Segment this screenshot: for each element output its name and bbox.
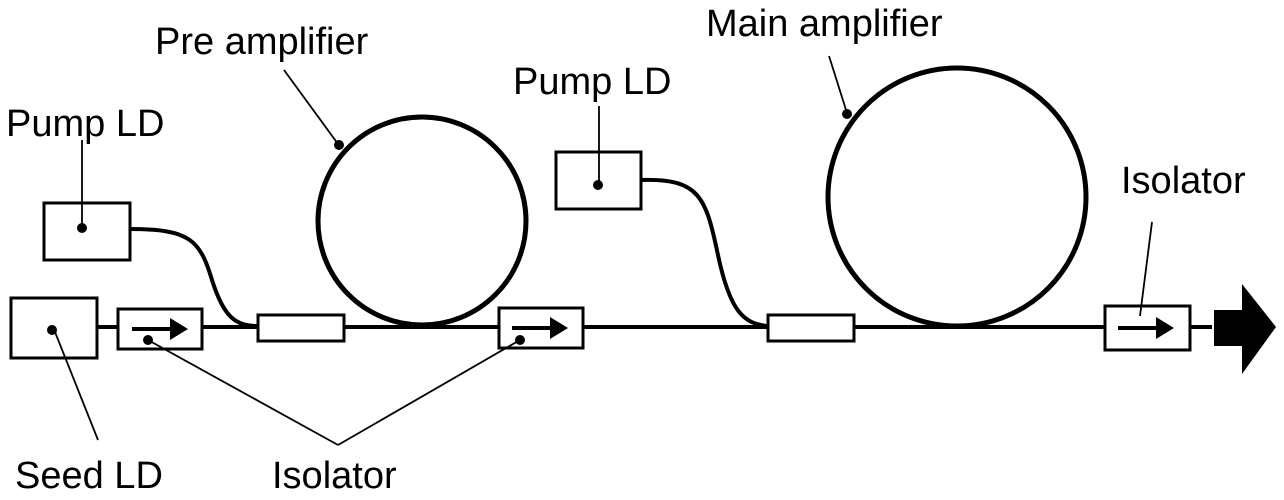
label-pre-amplifier: Pre amplifier [155, 21, 369, 63]
main-amplifier-dot [842, 109, 852, 119]
pump-fiber-1 [129, 227, 259, 328]
leader-main-amplifier [828, 55, 848, 114]
pump-ld-1-box [42, 201, 132, 262]
leader-isolator-bottom-2 [337, 339, 521, 446]
isolator-2-arrow-icon [550, 317, 568, 339]
label-isolator-right: Isolator [1121, 160, 1246, 202]
output-arrow-icon [1214, 284, 1276, 374]
leader-pre-amplifier [283, 69, 339, 145]
leader-seed-ld [54, 331, 99, 441]
pump-ld-2-dot [593, 180, 603, 190]
leader-isolator-bottom-1 [147, 339, 339, 446]
label-pump-ld-2: Pump LD [513, 61, 671, 103]
label-main-amplifier: Main amplifier [706, 3, 943, 45]
pre-amplifier-coil [315, 114, 529, 328]
label-pump-ld-1: Pump LD [6, 103, 164, 145]
main-amplifier-coil [825, 65, 1089, 329]
pump-ld-1-dot [77, 223, 87, 233]
pre-amplifier-dot [334, 140, 344, 150]
isolator-1-arrow-icon [170, 318, 188, 340]
pump-fiber-2 [640, 177, 769, 328]
coupler-1-box [256, 313, 346, 343]
label-isolator-bottom: Isolator [272, 455, 397, 497]
label-seed-ld: Seed LD [15, 455, 163, 497]
isolator-3-arrow-icon [1156, 317, 1174, 339]
leader-isolator-right [1139, 221, 1153, 317]
coupler-2-box [766, 313, 856, 343]
